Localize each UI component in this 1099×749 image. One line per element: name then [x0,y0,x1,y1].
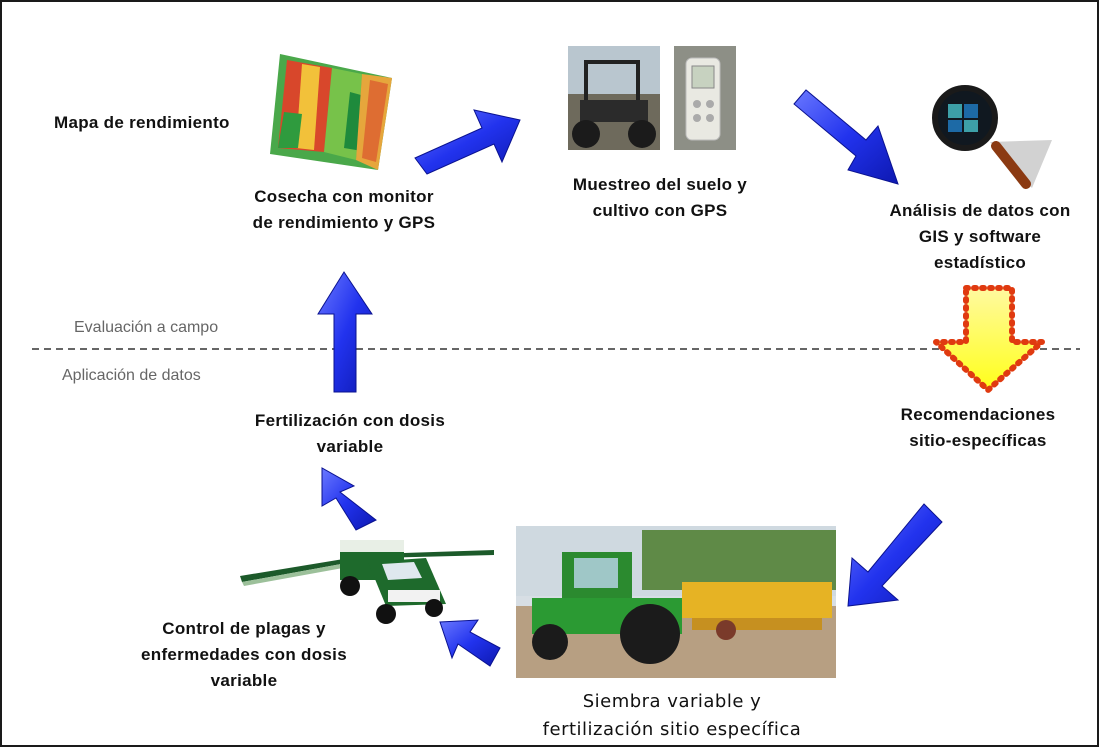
arrow-fertilizacion-to-cosecha [317,271,373,393]
label-siembra: Siembra variable y fertilización sitio e… [542,691,802,740]
label-analisis: Análisis de datos con GIS y software est… [889,201,1071,272]
magnifier-icon [932,85,1052,189]
arrow-siembra-to-control [439,619,501,667]
label-recomendaciones: Recomendaciones sitio-específicas [900,405,1056,450]
label-mapa-rendimiento: Mapa de rendimiento [54,113,230,132]
arrow-recomendaciones-to-siembra [847,503,943,607]
label-cosecha: Cosecha con monitor de rendimiento y GPS [252,187,436,232]
arrow-control-to-fertilizacion [321,467,377,531]
arrow-cosecha-to-muestreo [414,109,521,175]
label-evaluacion-campo: Evaluación a campo [74,319,219,336]
arrow-muestreo-to-analisis [793,89,899,185]
label-fertilizacion: Fertilización con dosis variable [254,411,446,456]
tractor-seeder-image [516,526,836,678]
sprayer-truck-image [240,540,494,624]
gps-device-image [674,46,736,150]
yield-map-image [270,54,392,170]
label-aplicacion-datos: Aplicación de datos [62,367,201,384]
label-muestreo: Muestreo del suelo y cultivo con GPS [572,175,748,220]
label-control: Control de plagas y enfermedades con dos… [141,619,347,690]
atv-sampling-image [568,46,660,150]
yellow-down-arrow [933,285,1045,393]
